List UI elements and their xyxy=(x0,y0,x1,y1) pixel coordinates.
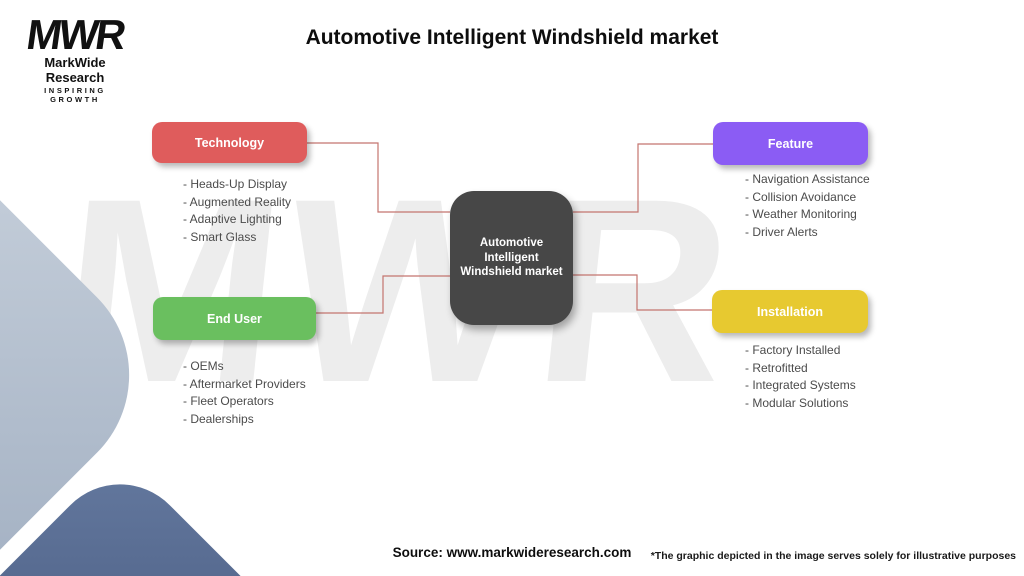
list-item: - Factory Installed xyxy=(745,343,841,357)
category-label-end-user: End User xyxy=(207,311,262,326)
center-node-line: Automotive xyxy=(479,237,544,250)
category-label-feature: Feature xyxy=(767,136,814,151)
category-label-installation: Installation xyxy=(757,304,823,319)
center-node: Automotive Intelligent Windshield market xyxy=(450,191,573,325)
list-item: - Heads-Up Display xyxy=(183,177,288,191)
list-item: - Collision Avoidance xyxy=(745,189,857,204)
category-list-end-user: - OEMs - Aftermarket Providers - Fleet O… xyxy=(183,358,306,428)
list-item: - Driver Alerts xyxy=(745,224,818,239)
list-item: - Fleet Operators xyxy=(183,394,274,408)
source-text: Source: www.markwideresearch.com xyxy=(392,545,632,560)
category-list-feature: - Navigation Assistance - Collision Avoi… xyxy=(745,171,870,241)
list-item: - Dealerships xyxy=(183,411,254,426)
list-item: - Navigation Assistance xyxy=(745,172,870,186)
category-box-feature: Feature xyxy=(713,122,868,165)
connector-feature xyxy=(573,143,713,213)
disclaimer-text: *The graphic depicted in the image serve… xyxy=(650,550,1016,562)
category-list-installation: - Factory Installed - Retrofitted - Inte… xyxy=(745,342,856,412)
logo-company-name: MarkWide Research xyxy=(44,55,106,85)
list-item: - Augmented Reality xyxy=(183,194,292,209)
logo-tagline: INSPIRING GROWTH xyxy=(44,86,106,104)
list-item: - Adaptive Lighting xyxy=(183,212,282,226)
list-item: - Weather Monitoring xyxy=(745,207,857,221)
list-item: - Smart Glass xyxy=(183,229,257,244)
logo: MWR MarkWide Research INSPIRING GROWTH xyxy=(20,11,130,104)
center-node-line: Windshield market xyxy=(460,266,563,279)
connector-technology xyxy=(307,142,450,213)
page-title: Automotive Intelligent Windshield market xyxy=(305,26,719,49)
list-item: - Modular Solutions xyxy=(745,395,849,410)
category-box-end-user: End User xyxy=(153,297,316,340)
category-box-technology: Technology xyxy=(152,122,307,163)
category-label-technology: Technology xyxy=(194,135,265,150)
connector-end-user xyxy=(316,275,450,314)
list-item: - Retrofitted xyxy=(745,360,808,375)
center-node-line: Intelligent xyxy=(484,251,539,264)
list-item: - Integrated Systems xyxy=(745,378,856,392)
list-item: - Aftermarket Providers xyxy=(183,376,306,391)
connector-installation xyxy=(573,274,712,311)
category-list-technology: - Heads-Up Display - Augmented Reality -… xyxy=(183,176,291,246)
list-item: - OEMs xyxy=(183,359,224,373)
category-box-installation: Installation xyxy=(712,290,868,333)
